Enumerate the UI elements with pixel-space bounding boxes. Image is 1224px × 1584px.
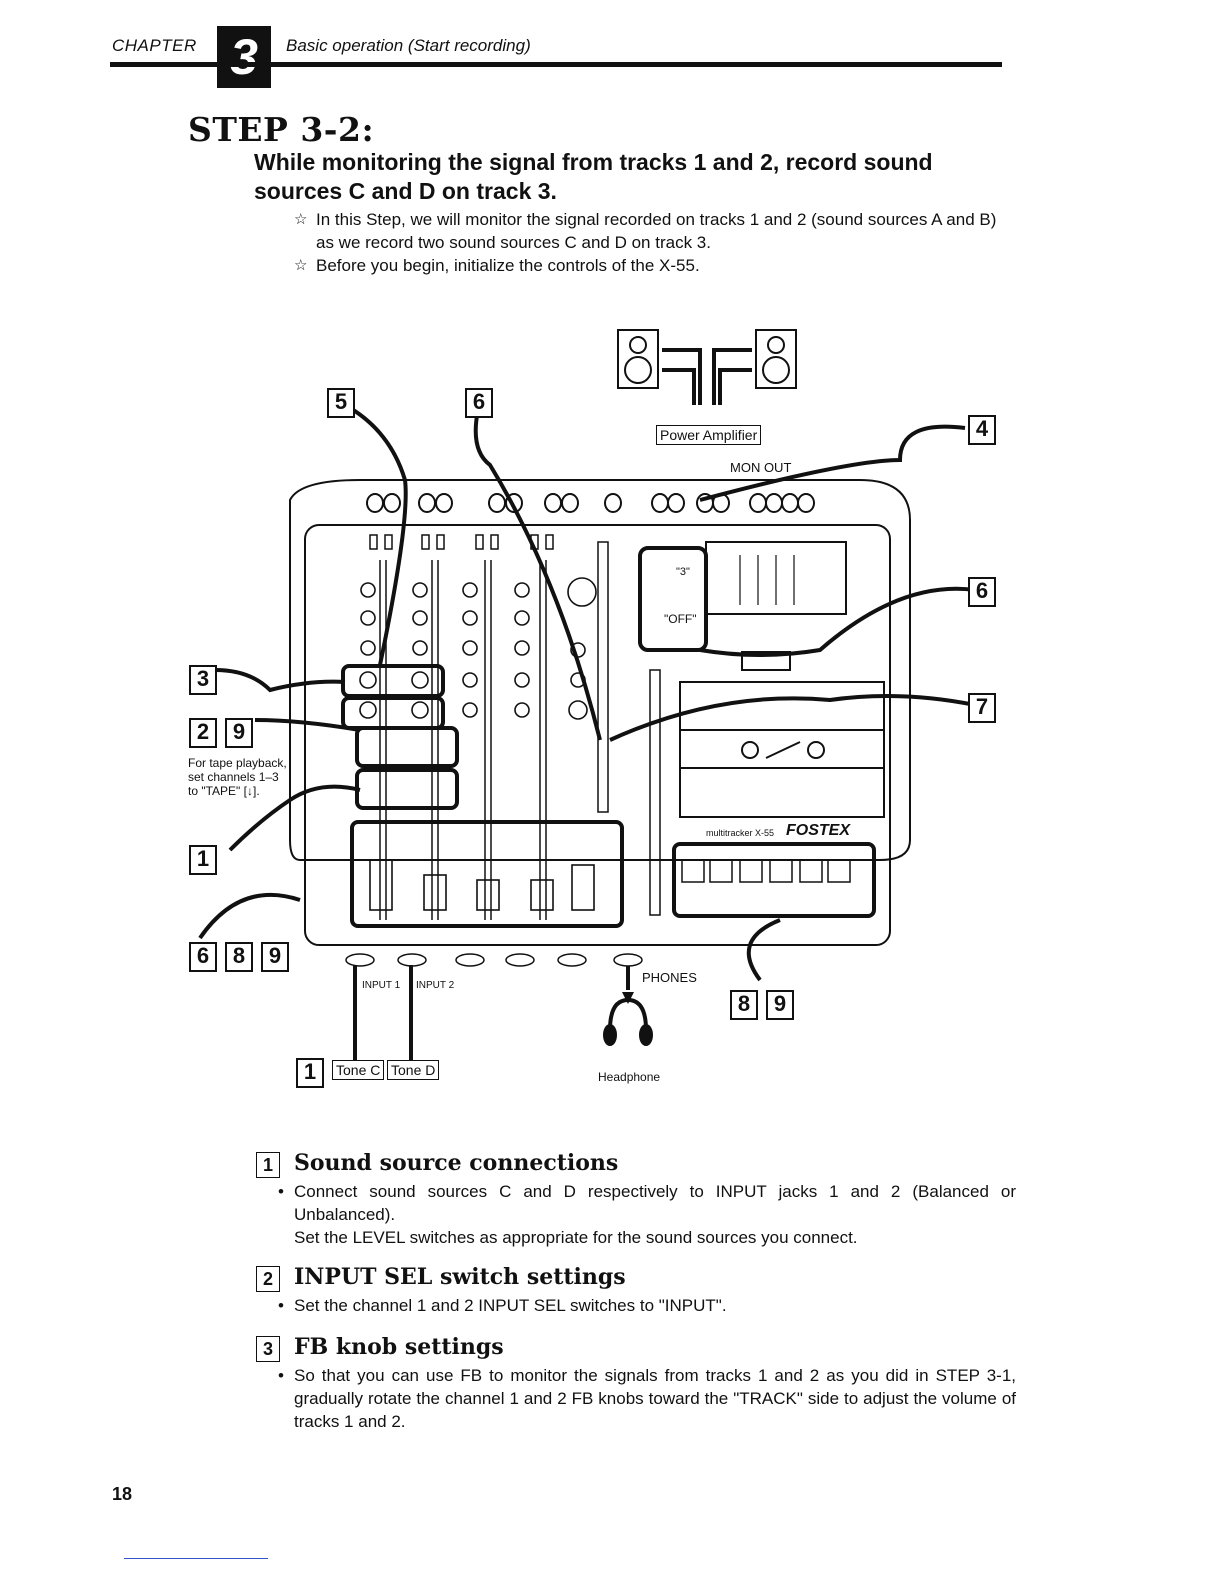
- note-item: ☆ In this Step, we will monitor the sign…: [294, 208, 1014, 254]
- bullet-dot-icon: •: [278, 1296, 284, 1315]
- callout-5: 5: [327, 388, 355, 418]
- callout-4: 4: [968, 415, 996, 445]
- section-number: 1: [256, 1152, 280, 1178]
- callout-9-bottom: 9: [261, 942, 289, 972]
- section-number: 2: [256, 1266, 280, 1292]
- callout-7: 7: [968, 693, 996, 723]
- phones-label: PHONES: [642, 970, 697, 985]
- step-notes: ☆ In this Step, we will monitor the sign…: [294, 208, 1014, 277]
- step-title: STEP 3-2:: [188, 110, 375, 149]
- tone-d-label: Tone D: [387, 1060, 440, 1080]
- note-text: Before you begin, initialize the control…: [316, 256, 700, 275]
- brand-logo: FOSTEX: [786, 822, 851, 839]
- section-fb-knob: 3 FB knob settings • So that you can use…: [256, 1334, 1016, 1433]
- track-3-indicator: "3": [676, 566, 690, 578]
- bullet-text: Connect sound sources C and D respective…: [294, 1182, 1016, 1224]
- tone-c-label: Tone C: [332, 1060, 385, 1080]
- speaker-left-icon: [617, 329, 659, 389]
- model-label: multitracker X-55: [706, 828, 775, 838]
- section-title: INPUT SEL switch settings: [294, 1264, 626, 1290]
- input-1-label: INPUT 1: [362, 980, 401, 991]
- page-number: 18: [112, 1484, 133, 1504]
- bullet-item: • So that you can use FB to monitor the …: [276, 1364, 1016, 1433]
- callout-6-right: 6: [968, 577, 996, 607]
- tape-playback-note: For tape playback, set channels 1–3 to "…: [188, 756, 287, 798]
- callout-1-bottom: 1: [296, 1058, 324, 1088]
- callout-6-top: 6: [465, 388, 493, 418]
- bullet-dot-icon: •: [278, 1182, 284, 1201]
- note-item: ☆ Before you begin, initialize the contr…: [294, 254, 1014, 277]
- step-subtitle: While monitoring the signal from tracks …: [254, 149, 933, 204]
- page-header: CHAPTER 3 Basic operation (Start recordi…: [0, 0, 1224, 90]
- star-icon: ☆: [294, 211, 308, 228]
- callout-8-bottom: 8: [225, 942, 253, 972]
- section-number: 3: [256, 1336, 280, 1362]
- header-rule: [110, 62, 1002, 67]
- chapter-number-badge: 3: [217, 26, 271, 88]
- callout-6-bottom: 6: [189, 942, 217, 972]
- callout-1: 1: [189, 845, 217, 875]
- off-indicator: "OFF": [664, 612, 697, 626]
- bullet-item: • Connect sound sources C and D respecti…: [276, 1180, 1016, 1226]
- section-title: FB knob settings: [294, 1334, 504, 1360]
- note-text: In this Step, we will monitor the signal…: [316, 210, 997, 252]
- headphone-icon: [608, 997, 648, 1031]
- callout-2: 2: [189, 718, 217, 748]
- section-input-sel: 2 INPUT SEL switch settings • Set the ch…: [256, 1264, 1016, 1317]
- callout-9-right: 9: [766, 990, 794, 1020]
- mixer-diagram-drawing: [198, 329, 976, 1060]
- headphone-label: Headphone: [598, 1070, 661, 1084]
- bullet-item: • Set the channel 1 and 2 INPUT SEL swit…: [276, 1294, 1016, 1317]
- speaker-right-icon: [755, 329, 797, 389]
- callout-9: 9: [225, 718, 253, 748]
- bullet-dot-icon: •: [278, 1366, 284, 1385]
- callout-3: 3: [189, 665, 217, 695]
- mixer-diagram: Power Amplifier MON OUT "3" "OFF" multit…: [0, 320, 1224, 1100]
- callout-8-right: 8: [730, 990, 758, 1020]
- footer-rule: [124, 1558, 268, 1559]
- section-extra-text: Set the LEVEL switches as appropriate fo…: [294, 1228, 858, 1247]
- bullet-text: So that you can use FB to monitor the si…: [294, 1366, 1016, 1431]
- bullet-text: Set the channel 1 and 2 INPUT SEL switch…: [294, 1296, 727, 1315]
- input-2-label: INPUT 2: [416, 980, 455, 991]
- power-amplifier-label: Power Amplifier: [656, 425, 762, 445]
- section-title: Sound source connections: [294, 1150, 619, 1176]
- star-icon: ☆: [294, 257, 308, 274]
- section-sound-source: 1 Sound source connections • Connect sou…: [256, 1150, 1016, 1249]
- chapter-label: CHAPTER: [112, 36, 197, 55]
- mon-out-label: MON OUT: [730, 460, 792, 475]
- chapter-title: Basic operation (Start recording): [286, 36, 531, 55]
